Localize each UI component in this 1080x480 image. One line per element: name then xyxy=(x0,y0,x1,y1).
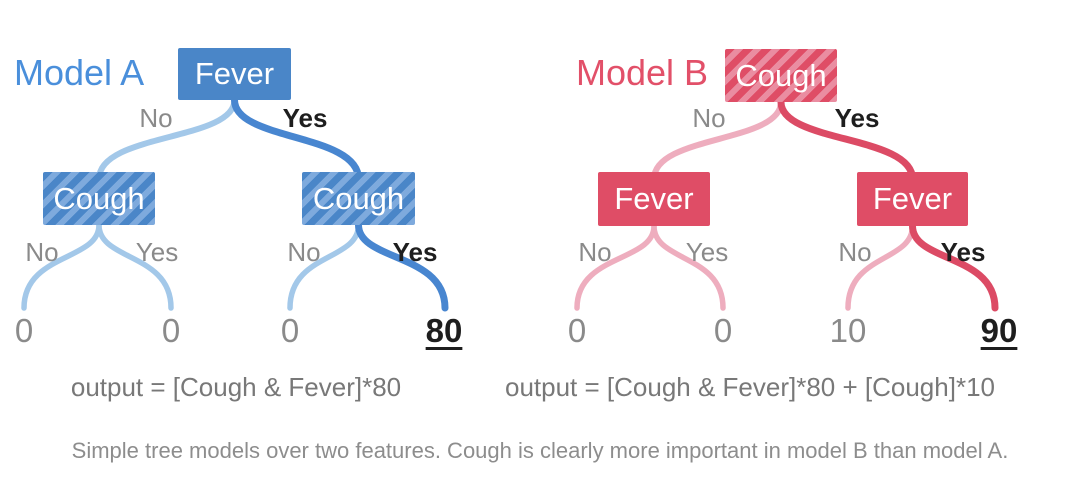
model-a-leaf-2: 0 xyxy=(161,312,181,349)
model-b-branch-right-yes xyxy=(909,222,999,312)
model-b-root-no-label: No xyxy=(692,103,726,133)
model-a-formula: output = [Cough & Fever]*80 xyxy=(70,372,402,402)
model-b-branch-root-no xyxy=(651,99,784,182)
model-a-root-node-label: Fever xyxy=(194,56,275,91)
model-b-leaf-2: 0 xyxy=(713,312,733,349)
model-a-left-no-label: No xyxy=(25,237,59,267)
model-b-right-yes-label: Yes xyxy=(940,237,986,267)
model-a-root-node: Fever xyxy=(178,48,291,100)
model-a-leaf-3: 0 xyxy=(280,312,300,349)
model-b-right-child-node: Fever xyxy=(857,172,968,226)
model-a-branch-left-yes xyxy=(96,222,174,311)
model-a-left-yes-label: Yes xyxy=(135,237,179,267)
model-b-formula: output = [Cough & Fever]*80 + [Cough]*10 xyxy=(504,372,995,402)
model-a-right-child-label: Cough xyxy=(312,180,405,216)
model-a-branch-right-no xyxy=(287,222,362,311)
model-b-leaf-3: 10 xyxy=(829,312,867,349)
model-a-left-child-node: Cough xyxy=(43,172,155,225)
model-a-root-yes-label: Yes xyxy=(282,103,328,133)
model-b-branch-right-no xyxy=(845,223,916,311)
model-a-branch-right-yes xyxy=(355,221,449,312)
model-b-left-child-node: Fever xyxy=(598,172,710,226)
model-b-leaf-1: 0 xyxy=(567,312,587,349)
model-a-branch-root-yes xyxy=(231,96,362,183)
model-b-right-child-label: Fever xyxy=(872,181,953,216)
model-b-branch-root-yes xyxy=(777,98,916,183)
model-a-branch-left-no xyxy=(21,222,102,311)
model-a-right-yes-label: Yes xyxy=(392,237,438,267)
model-b-right-no-label: No xyxy=(838,237,872,267)
model-a-left-child-label: Cough xyxy=(53,180,145,216)
model-b-root-node-label: Cough xyxy=(735,57,827,93)
model-a-leaf-1: 0 xyxy=(14,312,34,349)
model-b-left-yes-label: Yes xyxy=(685,237,729,267)
model-b-root-yes-label: Yes xyxy=(834,103,880,133)
model-b-title: Model B xyxy=(576,52,709,93)
model-b-leaf-4: 90 xyxy=(980,312,1018,349)
model-a-leaf-4: 80 xyxy=(425,312,463,349)
model-b-branch-left-no xyxy=(574,223,657,311)
model-a-title: Model A xyxy=(14,52,145,93)
model-a-right-child-node: Cough xyxy=(302,172,415,225)
model-b-root-node: Cough xyxy=(725,49,837,102)
model-a-right-no-label: No xyxy=(287,237,321,267)
model-a-root-no-label: No xyxy=(139,103,173,133)
figure-caption: Simple tree models over two features. Co… xyxy=(71,438,1009,463)
model-a-branch-root-no xyxy=(96,97,238,182)
model-b-left-child-label: Fever xyxy=(614,181,694,216)
model-b-branch-left-yes xyxy=(651,223,726,311)
model-b-left-no-label: No xyxy=(578,237,612,267)
